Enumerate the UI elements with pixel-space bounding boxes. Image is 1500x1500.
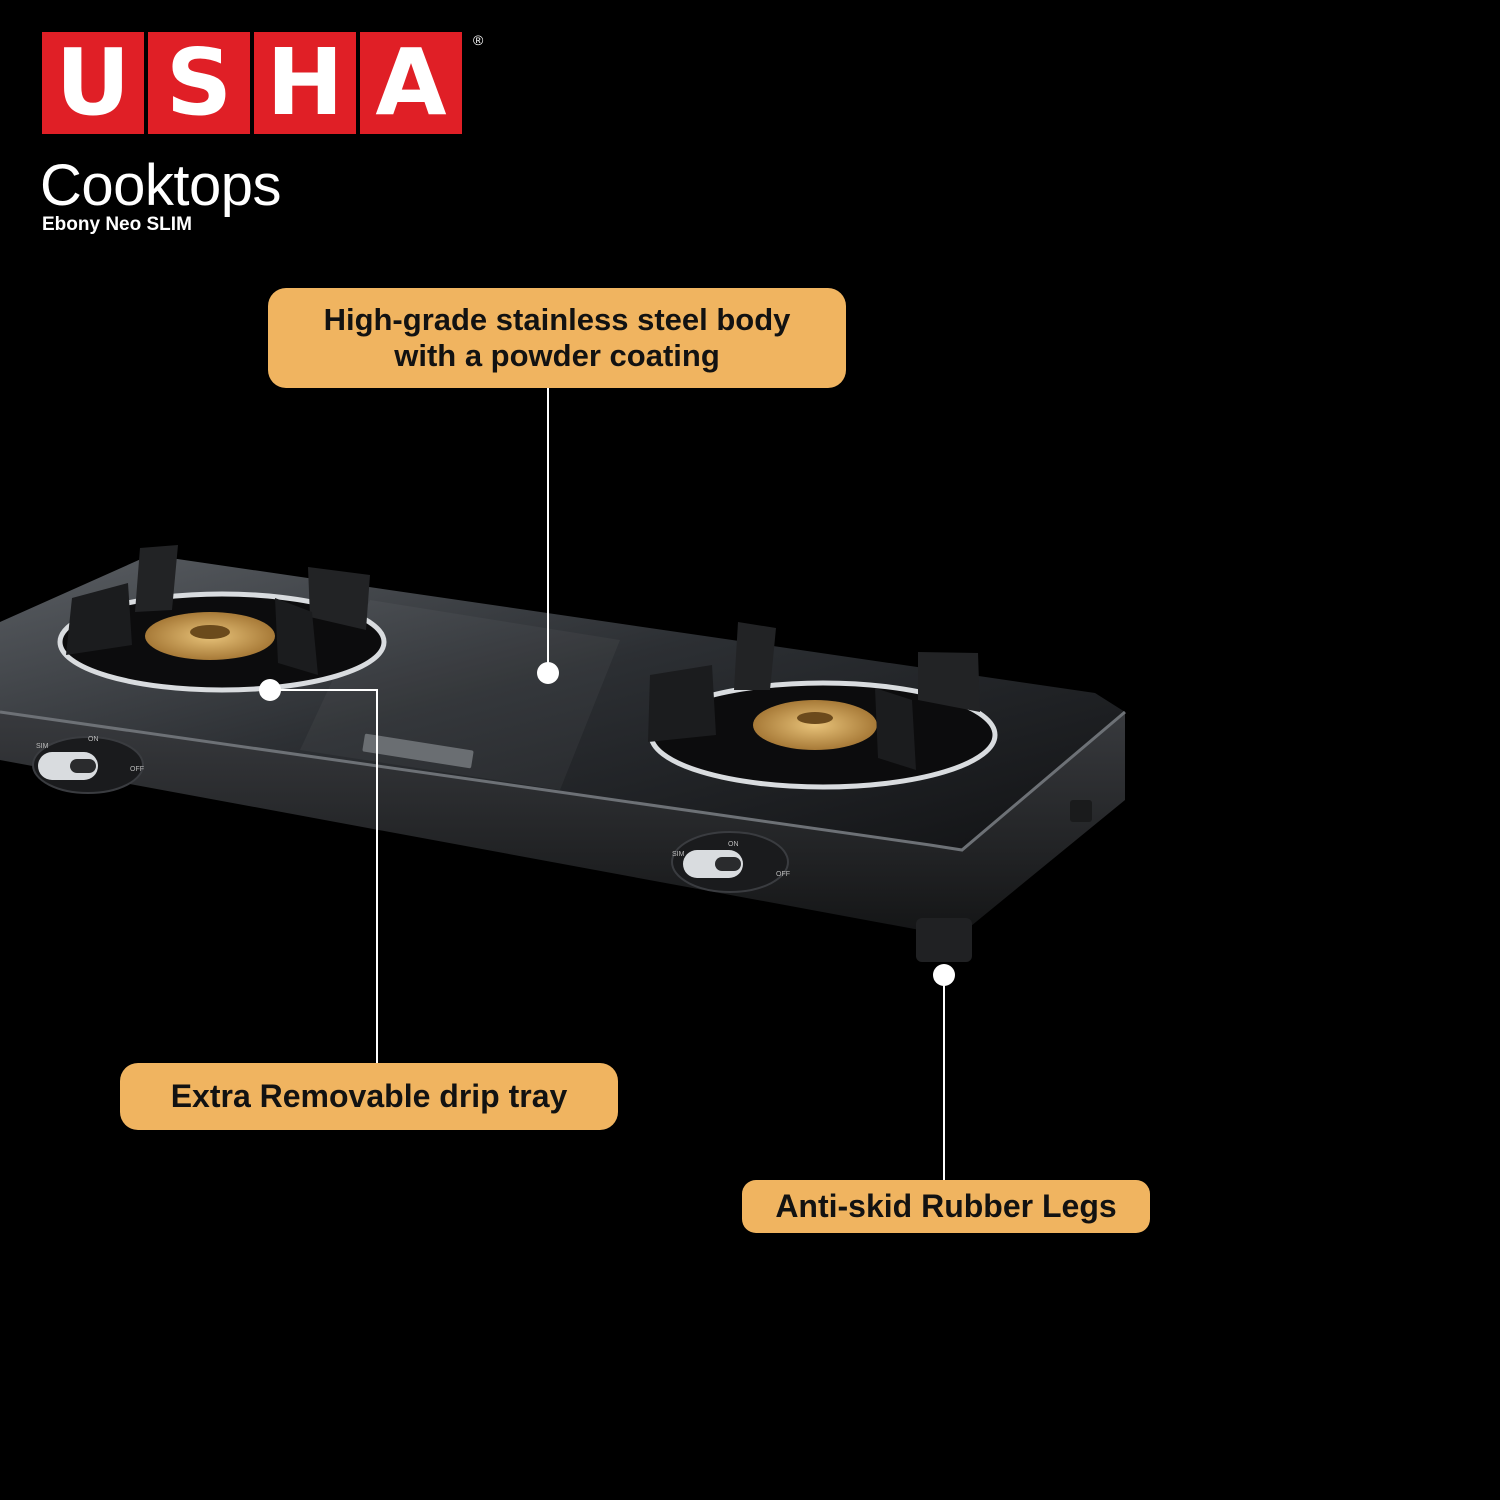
logo-letter: H [254, 32, 356, 134]
burner-left [57, 545, 387, 693]
callout-line-tray [270, 689, 378, 1063]
callout-body-line1: High-grade stainless steel body [323, 302, 791, 337]
knob-left-off-label: OFF [130, 766, 144, 773]
callout-dot-body [537, 662, 559, 684]
callout-body-line2: with a powder coating [394, 338, 720, 373]
knob-right-sim-label: SIM [672, 851, 685, 858]
callout-drip-tray: Extra Removable drip tray [120, 1063, 618, 1130]
rubber-leg-front [916, 918, 972, 962]
knob-right-off-label: OFF [776, 871, 790, 878]
knob-left-on-label: ON [88, 736, 99, 743]
knob-left-sim-label: SIM [36, 743, 49, 750]
glass-logo-plate [362, 733, 474, 769]
logo-letter: A [360, 32, 462, 134]
product-model-name: Ebony Neo SLIM [42, 214, 192, 235]
callout-dot-legs [933, 964, 955, 986]
rubber-leg-back [1070, 800, 1092, 822]
knob-right-on-label: ON [728, 841, 739, 848]
usha-logo: U S H A [42, 32, 462, 134]
product-line-title: Cooktops [40, 153, 282, 218]
callout-dot-tray [259, 679, 281, 701]
callout-body: High-grade stainless steel body with a p… [268, 288, 846, 388]
logo-letter: S [148, 32, 250, 134]
logo-letter: U [42, 32, 144, 134]
cooktop-front-panel [0, 700, 1125, 935]
knob-left[interactable] [32, 736, 144, 794]
callout-rubber-legs: Anti-skid Rubber Legs [742, 1180, 1150, 1233]
knob-right[interactable] [671, 831, 789, 893]
registered-mark: ® [473, 32, 484, 48]
burner-right [648, 622, 998, 790]
